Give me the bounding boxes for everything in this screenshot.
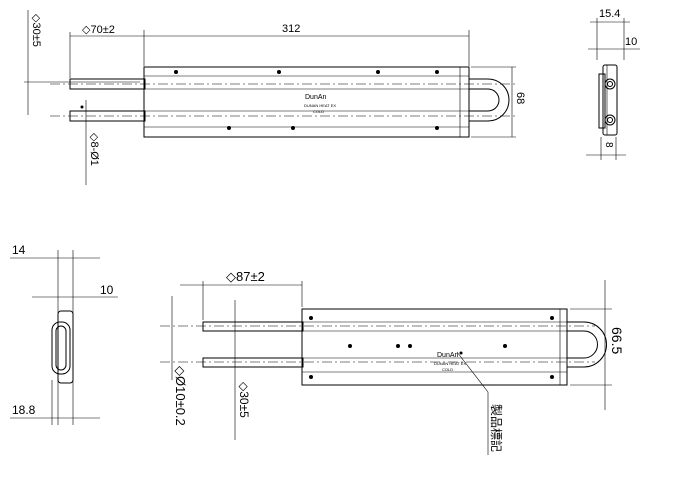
top-dim-height: 68 [514,92,526,104]
bottom-dim-pipe-dia: ◇Ø10±0.2 [173,366,188,426]
side-right-dim-bottom: 8 [603,142,614,148]
bottom-pipe-lower [202,357,304,368]
top-plate-brand: DunAn [305,94,327,101]
top-u-bend [469,78,510,122]
top-dim-plate-len: 312 [282,23,300,35]
side-right-body [602,64,618,136]
top-dim-offset: ◇30±5 [30,14,42,47]
top-view: DunAn DUNAN HEAT EX COLD ◇70±2 312 ◇30±5… [24,10,526,185]
bottom-plate-line2: COLD [442,367,453,372]
side-left-dim-bottom: 18.8 [12,403,36,417]
bottom-u-bend [567,321,607,368]
bottom-dim-pipe-len: ◇87±2 [226,269,265,284]
side-view-right: 15.4 10 8 [586,8,640,160]
top-plate-line2: COLD [313,109,324,114]
bottom-plate-line1: DUNAN HEAT EX [434,361,466,366]
top-plate [143,66,470,138]
top-dim-pipe-len: ◇70±2 [82,24,115,36]
side-view-left: 14 10 18.8 [10,243,118,425]
bottom-view: DunAn DUNAN HEAT EX COLD ◇87±2 66.5 ◇Ø10… [160,269,625,455]
bottom-pipe-upper [202,321,304,332]
bottom-plate [301,308,568,386]
side-left-dim-mid: 10 [100,283,114,297]
bottom-dim-offset: ◇30±5 [237,382,251,418]
top-plate-line1: DUNAN HEAT EX [304,103,336,108]
top-dim-pipe-dia: ◇8-Ø1 [88,133,100,166]
side-left-dim-top: 14 [12,243,26,257]
bottom-plate-brand: DunAn [437,352,459,359]
bottom-label-nameplate: 製品標記 [489,404,504,452]
bottom-dim-height: 66.5 [609,327,625,354]
side-right-dim-thickness: 10 [625,36,637,48]
side-right-dim-width: 15.4 [599,8,620,20]
